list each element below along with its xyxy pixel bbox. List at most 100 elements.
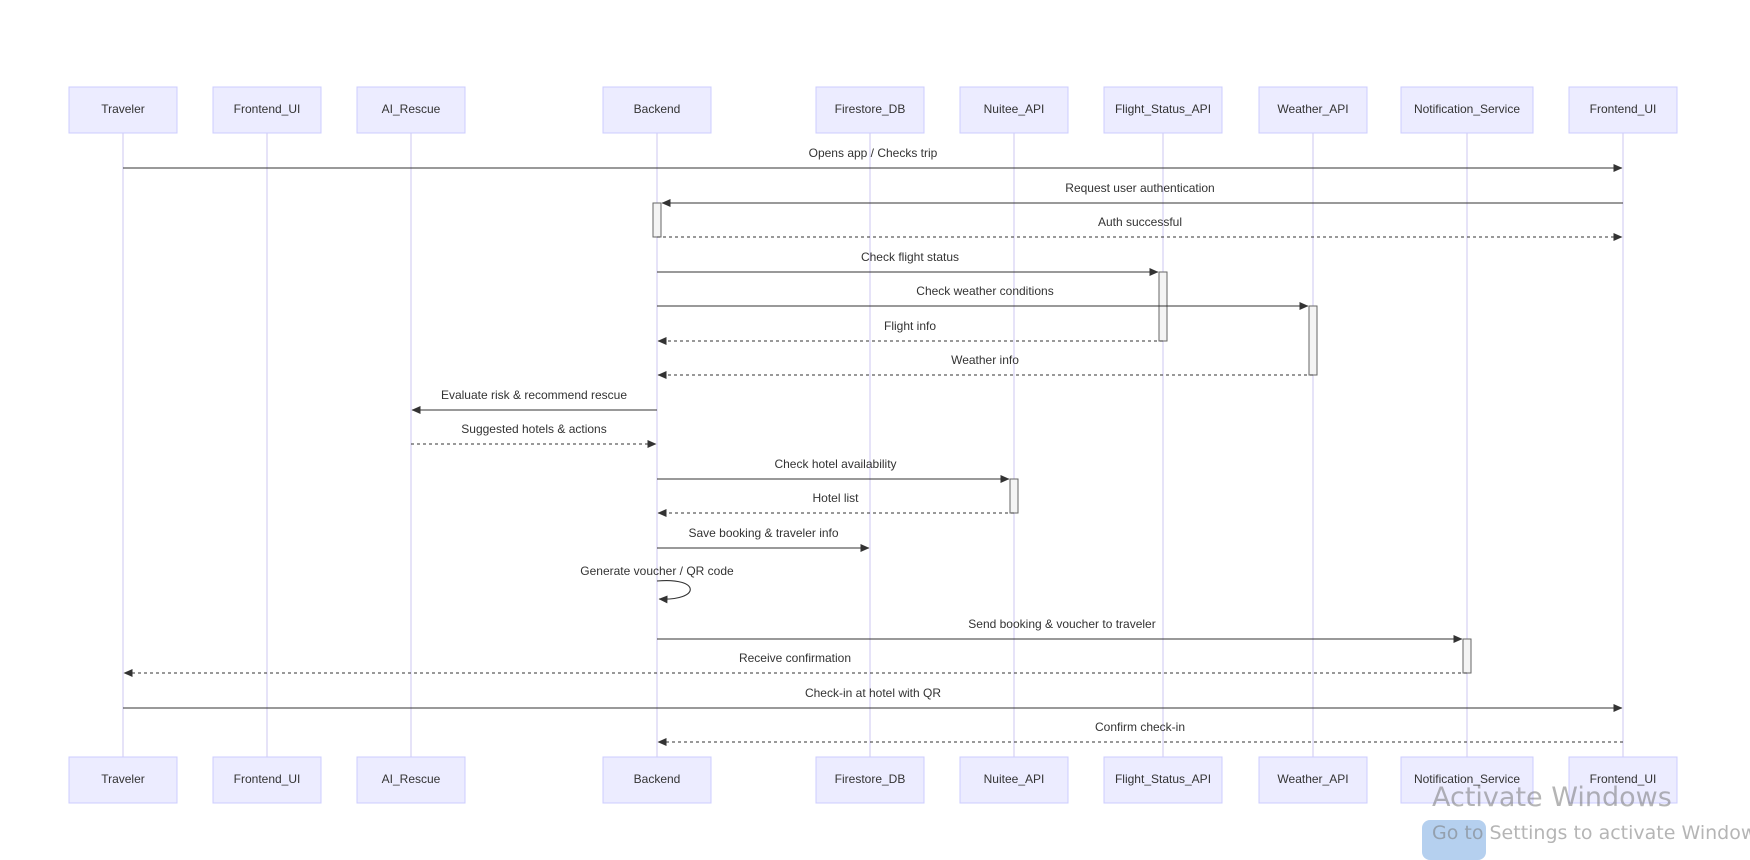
participant-label: Frontend_UI	[1590, 102, 1657, 116]
participant-label: Backend	[634, 772, 681, 786]
message-6: Flight info	[657, 319, 1163, 345]
participant-top-notification-service: Notification_Service	[1400, 86, 1534, 134]
participant-label: Notification_Service	[1414, 772, 1520, 786]
message-label: Request user authentication	[1065, 181, 1214, 195]
participant-bottom-nuitee-api: Nuitee_API	[959, 756, 1069, 804]
participant-box	[356, 756, 466, 804]
message-label: Confirm check-in	[1095, 720, 1185, 734]
message-7: Weather info	[657, 353, 1313, 379]
participant-label: Frontend_UI	[234, 772, 301, 786]
participant-label: AI_Rescue	[382, 772, 441, 786]
participant-box	[212, 86, 322, 134]
message-14: Send booking & voucher to traveler	[657, 617, 1463, 643]
participant-bottom-firestore-db: Firestore_DB	[815, 756, 925, 804]
message-label: Auth successful	[1098, 215, 1182, 229]
participant-bottom-backend: Backend	[602, 756, 712, 804]
message-10: Check hotel availability	[657, 457, 1010, 483]
participant-box	[1103, 756, 1223, 804]
message-label: Receive confirmation	[739, 651, 851, 665]
message-label: Flight info	[884, 319, 936, 333]
message-16: Check-in at hotel with QR	[123, 686, 1623, 712]
participant-label: Weather_API	[1277, 772, 1348, 786]
participant-top-flight-status-api: Flight_Status_API	[1103, 86, 1223, 134]
activation-bar	[1009, 478, 1019, 514]
message-13: Generate voucher / QR code	[580, 564, 734, 604]
participant-box	[212, 756, 322, 804]
participant-bottom-notification-service: Notification_Service	[1400, 756, 1534, 804]
message-12: Save booking & traveler info	[657, 526, 870, 552]
participant-bottom-weather-api: Weather_API	[1258, 756, 1368, 804]
message-label: Suggested hotels & actions	[461, 422, 606, 436]
message-8: Evaluate risk & recommend rescue	[411, 388, 657, 414]
participant-box	[1258, 86, 1368, 134]
message-5: Check weather conditions	[657, 284, 1309, 310]
message-label: Opens app / Checks trip	[809, 146, 938, 160]
participant-label: AI_Rescue	[382, 102, 441, 116]
message-label: Save booking & traveler info	[688, 526, 838, 540]
participant-box	[602, 756, 712, 804]
message-11: Hotel list	[657, 491, 1014, 517]
activation-bar	[1462, 638, 1472, 674]
message-label: Generate voucher / QR code	[580, 564, 734, 578]
participant-label: Firestore_DB	[835, 772, 906, 786]
participant-top-firestore-db: Firestore_DB	[815, 86, 925, 134]
participant-box	[815, 756, 925, 804]
participant-bottom-ai-rescue: AI_Rescue	[356, 756, 466, 804]
participant-bottom-traveler: Traveler	[68, 756, 178, 804]
message-3: Auth successful	[657, 215, 1623, 241]
participant-label: Weather_API	[1277, 102, 1348, 116]
participant-box	[1568, 86, 1678, 134]
participant-label: Frontend_UI	[1590, 772, 1657, 786]
participant-box	[602, 86, 712, 134]
participant-bottom-flight-status-api: Flight_Status_API	[1103, 756, 1223, 804]
message-label: Check-in at hotel with QR	[805, 686, 941, 700]
message-label: Evaluate risk & recommend rescue	[441, 388, 627, 402]
participant-top-ai-rescue: AI_Rescue	[356, 86, 466, 134]
message-4: Check flight status	[657, 250, 1159, 276]
participant-box	[1258, 756, 1368, 804]
participant-top-nuitee-api: Nuitee_API	[959, 86, 1069, 134]
message-label: Check hotel availability	[774, 457, 896, 471]
participant-box	[959, 756, 1069, 804]
participant-box	[815, 86, 925, 134]
lifelines	[122, 133, 1624, 757]
participants-top: Traveler Frontend_UI AI_Rescue Backend Fires…	[68, 86, 1678, 134]
activate-windows-subtitle: Go to Settings to activate Windows.	[1432, 822, 1750, 844]
participant-top-frontend-ui: Frontend_UI	[1568, 86, 1678, 134]
message-9: Suggested hotels & actions	[411, 422, 657, 448]
message-label: Hotel list	[812, 491, 859, 505]
participant-box	[68, 756, 178, 804]
participant-top-traveler: Traveler	[68, 86, 178, 134]
participant-label: Flight_Status_API	[1115, 772, 1211, 786]
participant-label: Notification_Service	[1414, 102, 1520, 116]
participant-box	[356, 86, 466, 134]
participant-label: Firestore_DB	[835, 102, 906, 116]
message-arrow	[656, 580, 691, 604]
message-1: Opens app / Checks trip	[123, 146, 1623, 172]
participant-label: Traveler	[101, 772, 145, 786]
participant-box	[1400, 86, 1534, 134]
participant-label: Nuitee_API	[984, 772, 1045, 786]
participant-label: Nuitee_API	[984, 102, 1045, 116]
activation-bar	[1308, 305, 1318, 376]
participants-bottom: Traveler Frontend_UI AI_Rescue Backend Fires…	[68, 756, 1678, 804]
participant-label: Flight_Status_API	[1115, 102, 1211, 116]
participant-top-backend: Backend	[602, 86, 712, 134]
message-label: Weather info	[951, 353, 1019, 367]
participant-bottom-frontend-ui: Frontend_UI	[1568, 756, 1678, 804]
participant-top-frontend-ui: Frontend_UI	[212, 86, 322, 134]
participant-top-weather-api: Weather_API	[1258, 86, 1368, 134]
message-17: Confirm check-in	[657, 720, 1623, 746]
participant-box	[1568, 756, 1678, 804]
participant-box	[959, 86, 1069, 134]
participant-label: Backend	[634, 102, 681, 116]
message-label: Send booking & voucher to traveler	[968, 617, 1155, 631]
participant-label: Frontend_UI	[234, 102, 301, 116]
activation-bar	[652, 202, 662, 238]
message-15: Receive confirmation	[123, 651, 1467, 677]
activations	[652, 202, 1472, 674]
message-label: Check weather conditions	[916, 284, 1053, 298]
activate-windows-title: Activate Windows	[1432, 782, 1672, 813]
participant-box	[1400, 756, 1534, 804]
